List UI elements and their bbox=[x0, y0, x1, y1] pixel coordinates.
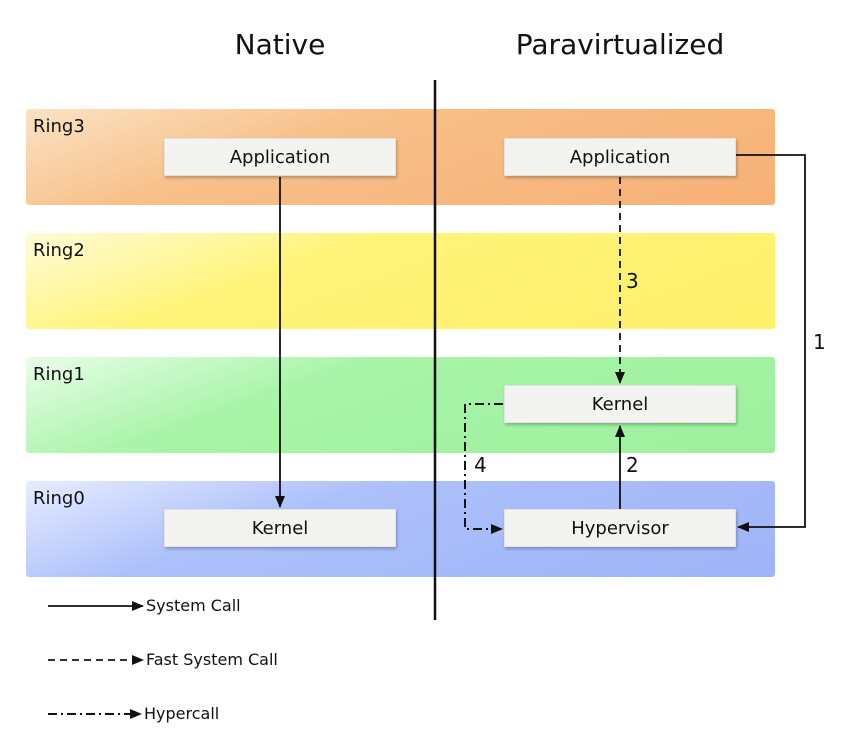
ring1-label: Ring1 bbox=[33, 364, 85, 385]
native-application-box: Application bbox=[164, 138, 396, 176]
path-1-label: 1 bbox=[813, 330, 826, 354]
path-4-hypercall-arrow bbox=[464, 403, 503, 534]
paravirtualized-column-title: Paravirtualized bbox=[515, 28, 725, 61]
path-3-label: 3 bbox=[626, 269, 639, 293]
ring2-label: Ring2 bbox=[33, 240, 85, 261]
native-kernel-box: Kernel bbox=[164, 509, 396, 547]
legend-fast-system-call-label: Fast System Call bbox=[146, 650, 278, 669]
path-2-label: 2 bbox=[626, 453, 639, 477]
path-1-system-call-arrow bbox=[736, 154, 806, 532]
path-4-label: 4 bbox=[474, 453, 487, 477]
hypervisor-box: Hypervisor bbox=[504, 509, 736, 547]
native-column-title: Native bbox=[234, 28, 326, 61]
legend-system-call-label: System Call bbox=[146, 596, 241, 615]
legend-hypercall-label: Hypercall bbox=[144, 704, 220, 723]
ring3-label: Ring3 bbox=[33, 116, 85, 137]
paravirtualized-kernel-box: Kernel bbox=[504, 385, 736, 423]
paravirtualized-application-box: Application bbox=[504, 138, 736, 176]
ring0-label: Ring0 bbox=[33, 488, 85, 509]
ring2-band: Ring2 bbox=[26, 233, 775, 329]
